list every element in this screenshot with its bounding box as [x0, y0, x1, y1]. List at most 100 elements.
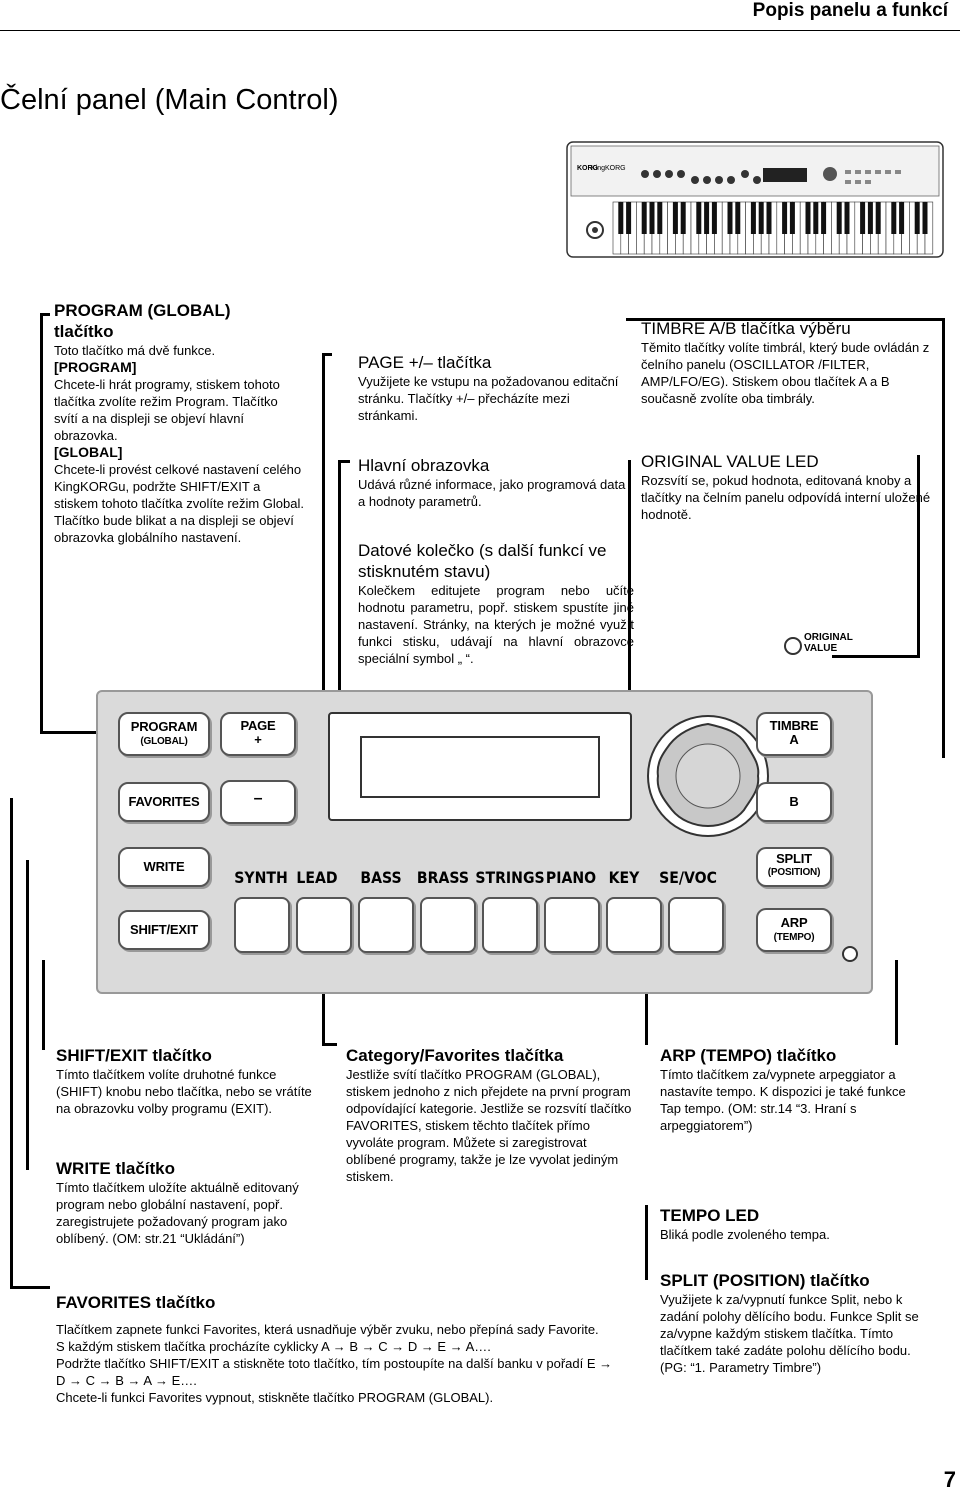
callout-timbre-heading: TIMBRE A/B tlačítka výběru	[641, 319, 851, 338]
callout-original-body: Rozsvítí se, pokud hodnota, editovaná kn…	[641, 473, 931, 522]
category-label-lead: LEAD	[296, 868, 338, 887]
category-button-synth[interactable]	[234, 897, 290, 953]
timbre-a-button[interactable]: TIMBRE A	[756, 712, 832, 756]
callout-shift-heading: SHIFT/EXIT tlačítko	[56, 1046, 212, 1065]
program-button[interactable]: PROGRAM (GLOBAL)	[118, 712, 210, 756]
category-button-brass[interactable]	[420, 897, 476, 953]
callout-category: Category/Favorites tlačítka Jestliže sví…	[346, 1045, 636, 1185]
callout-program-sub1: [PROGRAM]	[54, 359, 137, 375]
black-key	[704, 202, 710, 234]
callout-dial: Datové kolečko (s další funkcí ve stiskn…	[358, 540, 634, 667]
category-button-piano[interactable]	[544, 897, 600, 953]
callout-page: PAGE +/– tlačítka Využijete ke vstupu na…	[358, 352, 633, 424]
black-key	[805, 202, 811, 234]
leader-program-tick	[40, 313, 50, 316]
split-sub-label: (POSITION)	[767, 867, 821, 878]
favorites-button[interactable]: FAVORITES	[118, 782, 210, 822]
black-key	[782, 202, 788, 234]
callout-dial-body: Kolečkem editujete program nebo učíte ho…	[358, 583, 634, 666]
callout-timbre: TIMBRE A/B tlačítka výběru Těmito tlačít…	[641, 318, 939, 407]
black-key	[789, 202, 795, 234]
write-label: WRITE	[143, 859, 185, 874]
page-minus-button[interactable]: –	[220, 780, 296, 824]
leader-shift	[42, 960, 45, 1050]
black-key	[922, 202, 928, 234]
arp-button[interactable]: ARP (TEMPO)	[756, 908, 832, 952]
page-number: 7	[943, 1467, 956, 1492]
page-minus-label: –	[253, 790, 263, 807]
black-key	[672, 202, 678, 234]
category-button-strings[interactable]	[482, 897, 538, 953]
callout-tempo-heading: TEMPO LED	[660, 1206, 760, 1225]
timbre-a-label: A	[789, 732, 799, 747]
black-key	[711, 202, 717, 234]
category-button-key[interactable]	[606, 897, 662, 953]
data-dial[interactable]	[646, 714, 770, 838]
black-key	[758, 202, 764, 234]
tempo-led	[842, 946, 858, 962]
split-button[interactable]: SPLIT (POSITION)	[756, 847, 832, 887]
original-value-led	[784, 637, 802, 655]
callout-category-heading: Category/Favorites tlačítka	[346, 1046, 564, 1065]
black-key	[836, 202, 842, 234]
keyboard-model: KingKORG	[591, 165, 626, 172]
category-button-se-voc[interactable]	[668, 897, 724, 953]
black-key	[766, 202, 772, 234]
black-key	[844, 202, 850, 234]
timbre-b-button[interactable]: B	[756, 782, 832, 822]
callout-split: SPLIT (POSITION) tlačítko Využijete k za…	[660, 1270, 940, 1376]
category-label-se-voc: SE/VOC	[659, 868, 717, 887]
callout-favorites-body: Tlačítkem zapnete funkci Favorites, kter…	[56, 1322, 613, 1405]
callout-original: ORIGINAL VALUE LED Rozsvítí se, pokud ho…	[641, 451, 931, 523]
arp-label: ARP	[780, 915, 808, 930]
black-key	[626, 202, 632, 234]
leader-favorites-end	[10, 1286, 50, 1289]
callout-shift: SHIFT/EXIT tlačítko Tímto tlačítkem volí…	[56, 1045, 316, 1117]
callout-split-heading: SPLIT (POSITION) tlačítko	[660, 1271, 870, 1290]
callout-arp-heading: ARP (TEMPO) tlačítko	[660, 1046, 837, 1065]
leader-original-end	[832, 655, 920, 658]
callout-dial-heading: Datové kolečko (s další funkcí ve stiskn…	[358, 541, 607, 581]
leader-dial	[628, 460, 631, 732]
callout-display: Hlavní obrazovka Udává různé informace, …	[358, 455, 633, 510]
page-plus-button[interactable]: PAGE +	[220, 712, 296, 756]
leader-page	[322, 353, 325, 723]
category-button-bass[interactable]	[358, 897, 414, 953]
leader-display-tick	[338, 460, 350, 463]
leader-category-tick	[322, 1043, 337, 1046]
black-key	[680, 202, 686, 234]
favorites-label: FAVORITES	[128, 794, 200, 809]
shift-exit-button[interactable]: SHIFT/EXIT	[118, 910, 210, 950]
section-header: Popis panelu a funkcí	[752, 0, 948, 21]
leader-program-end	[40, 731, 120, 734]
black-key	[813, 202, 819, 234]
header-rule	[0, 30, 960, 31]
leader-category	[322, 955, 325, 1045]
callout-split-body: Využijete k za/vypnutí funkce Split, neb…	[660, 1292, 919, 1375]
keyboard-illustration: KORG KingKORG	[566, 141, 944, 258]
callout-favorites-heading: FAVORITES tlačítko	[56, 1293, 216, 1312]
callout-category-body: Jestliže svítí tlačítko PROGRAM (GLOBAL)…	[346, 1067, 632, 1184]
leader-original	[917, 455, 920, 655]
black-key	[657, 202, 663, 234]
callout-favorites: FAVORITES tlačítko Tlačítkem zapnete fun…	[56, 1292, 616, 1406]
black-key	[618, 202, 624, 234]
callout-display-heading: Hlavní obrazovka	[358, 456, 490, 475]
split-label: SPLIT	[776, 851, 812, 866]
category-button-lead[interactable]	[296, 897, 352, 953]
black-key	[914, 202, 920, 234]
leader-timbre-top	[626, 318, 944, 321]
timbre-b-label: B	[789, 794, 799, 809]
front-panel-illustration: PROGRAM (GLOBAL) FAVORITES WRITE SHIFT/E…	[96, 632, 873, 994]
black-key	[860, 202, 866, 234]
callout-page-heading: PAGE +/– tlačítka	[358, 353, 492, 372]
callout-program-body3: Chcete-li provést celkové nastavení celé…	[54, 462, 304, 545]
callout-original-heading: ORIGINAL VALUE LED	[641, 452, 819, 471]
black-key	[641, 202, 647, 234]
category-label-synth: SYNTH	[234, 868, 288, 887]
main-display	[328, 712, 632, 821]
callout-write-heading: WRITE tlačítko	[56, 1159, 176, 1178]
page-label: PAGE	[240, 718, 276, 733]
write-button[interactable]: WRITE	[118, 847, 210, 887]
arp-sub-label: (TEMPO)	[773, 932, 815, 943]
